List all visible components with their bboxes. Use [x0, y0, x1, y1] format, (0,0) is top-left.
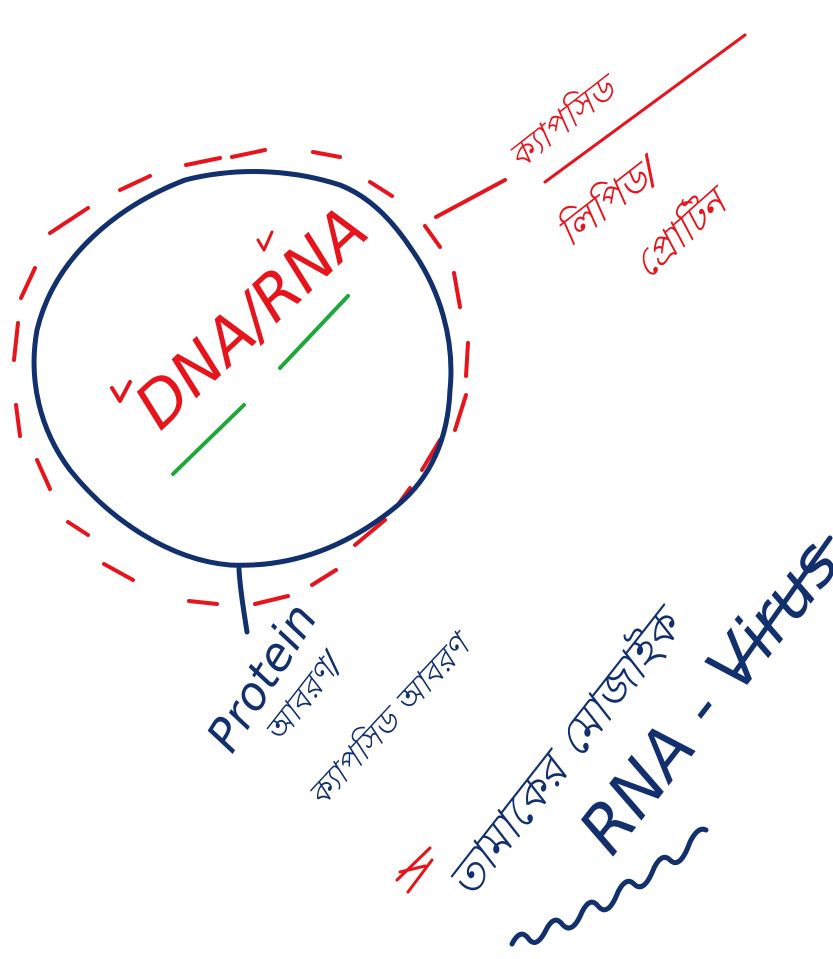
capsule-note-line-1: ক্যাপসিড [500, 65, 628, 177]
check-mark-icon [110, 380, 132, 403]
protein-annotation: Protein আবরণ/ ক্যাপসিড আবরণ [196, 594, 481, 814]
ex-mark-icon [395, 846, 434, 894]
rna-underline [732, 535, 833, 675]
capsule-annotation: ক্যাপসিড লিপিড/ প্রোটিন [500, 65, 740, 287]
wavy-underline [509, 826, 709, 947]
capsule-pointer-line [434, 178, 507, 219]
check-mark-icon [256, 230, 274, 252]
capsule-note-slash [543, 33, 747, 184]
capsule-dashes [12, 148, 470, 606]
cell-outline [31, 169, 454, 568]
green-underlines [171, 294, 350, 476]
protein-pointer-line [236, 566, 250, 635]
core-label: DNA/RNA [120, 192, 381, 443]
example-annotation: তামাকের মোজাইক RNA - Virus [395, 527, 833, 947]
